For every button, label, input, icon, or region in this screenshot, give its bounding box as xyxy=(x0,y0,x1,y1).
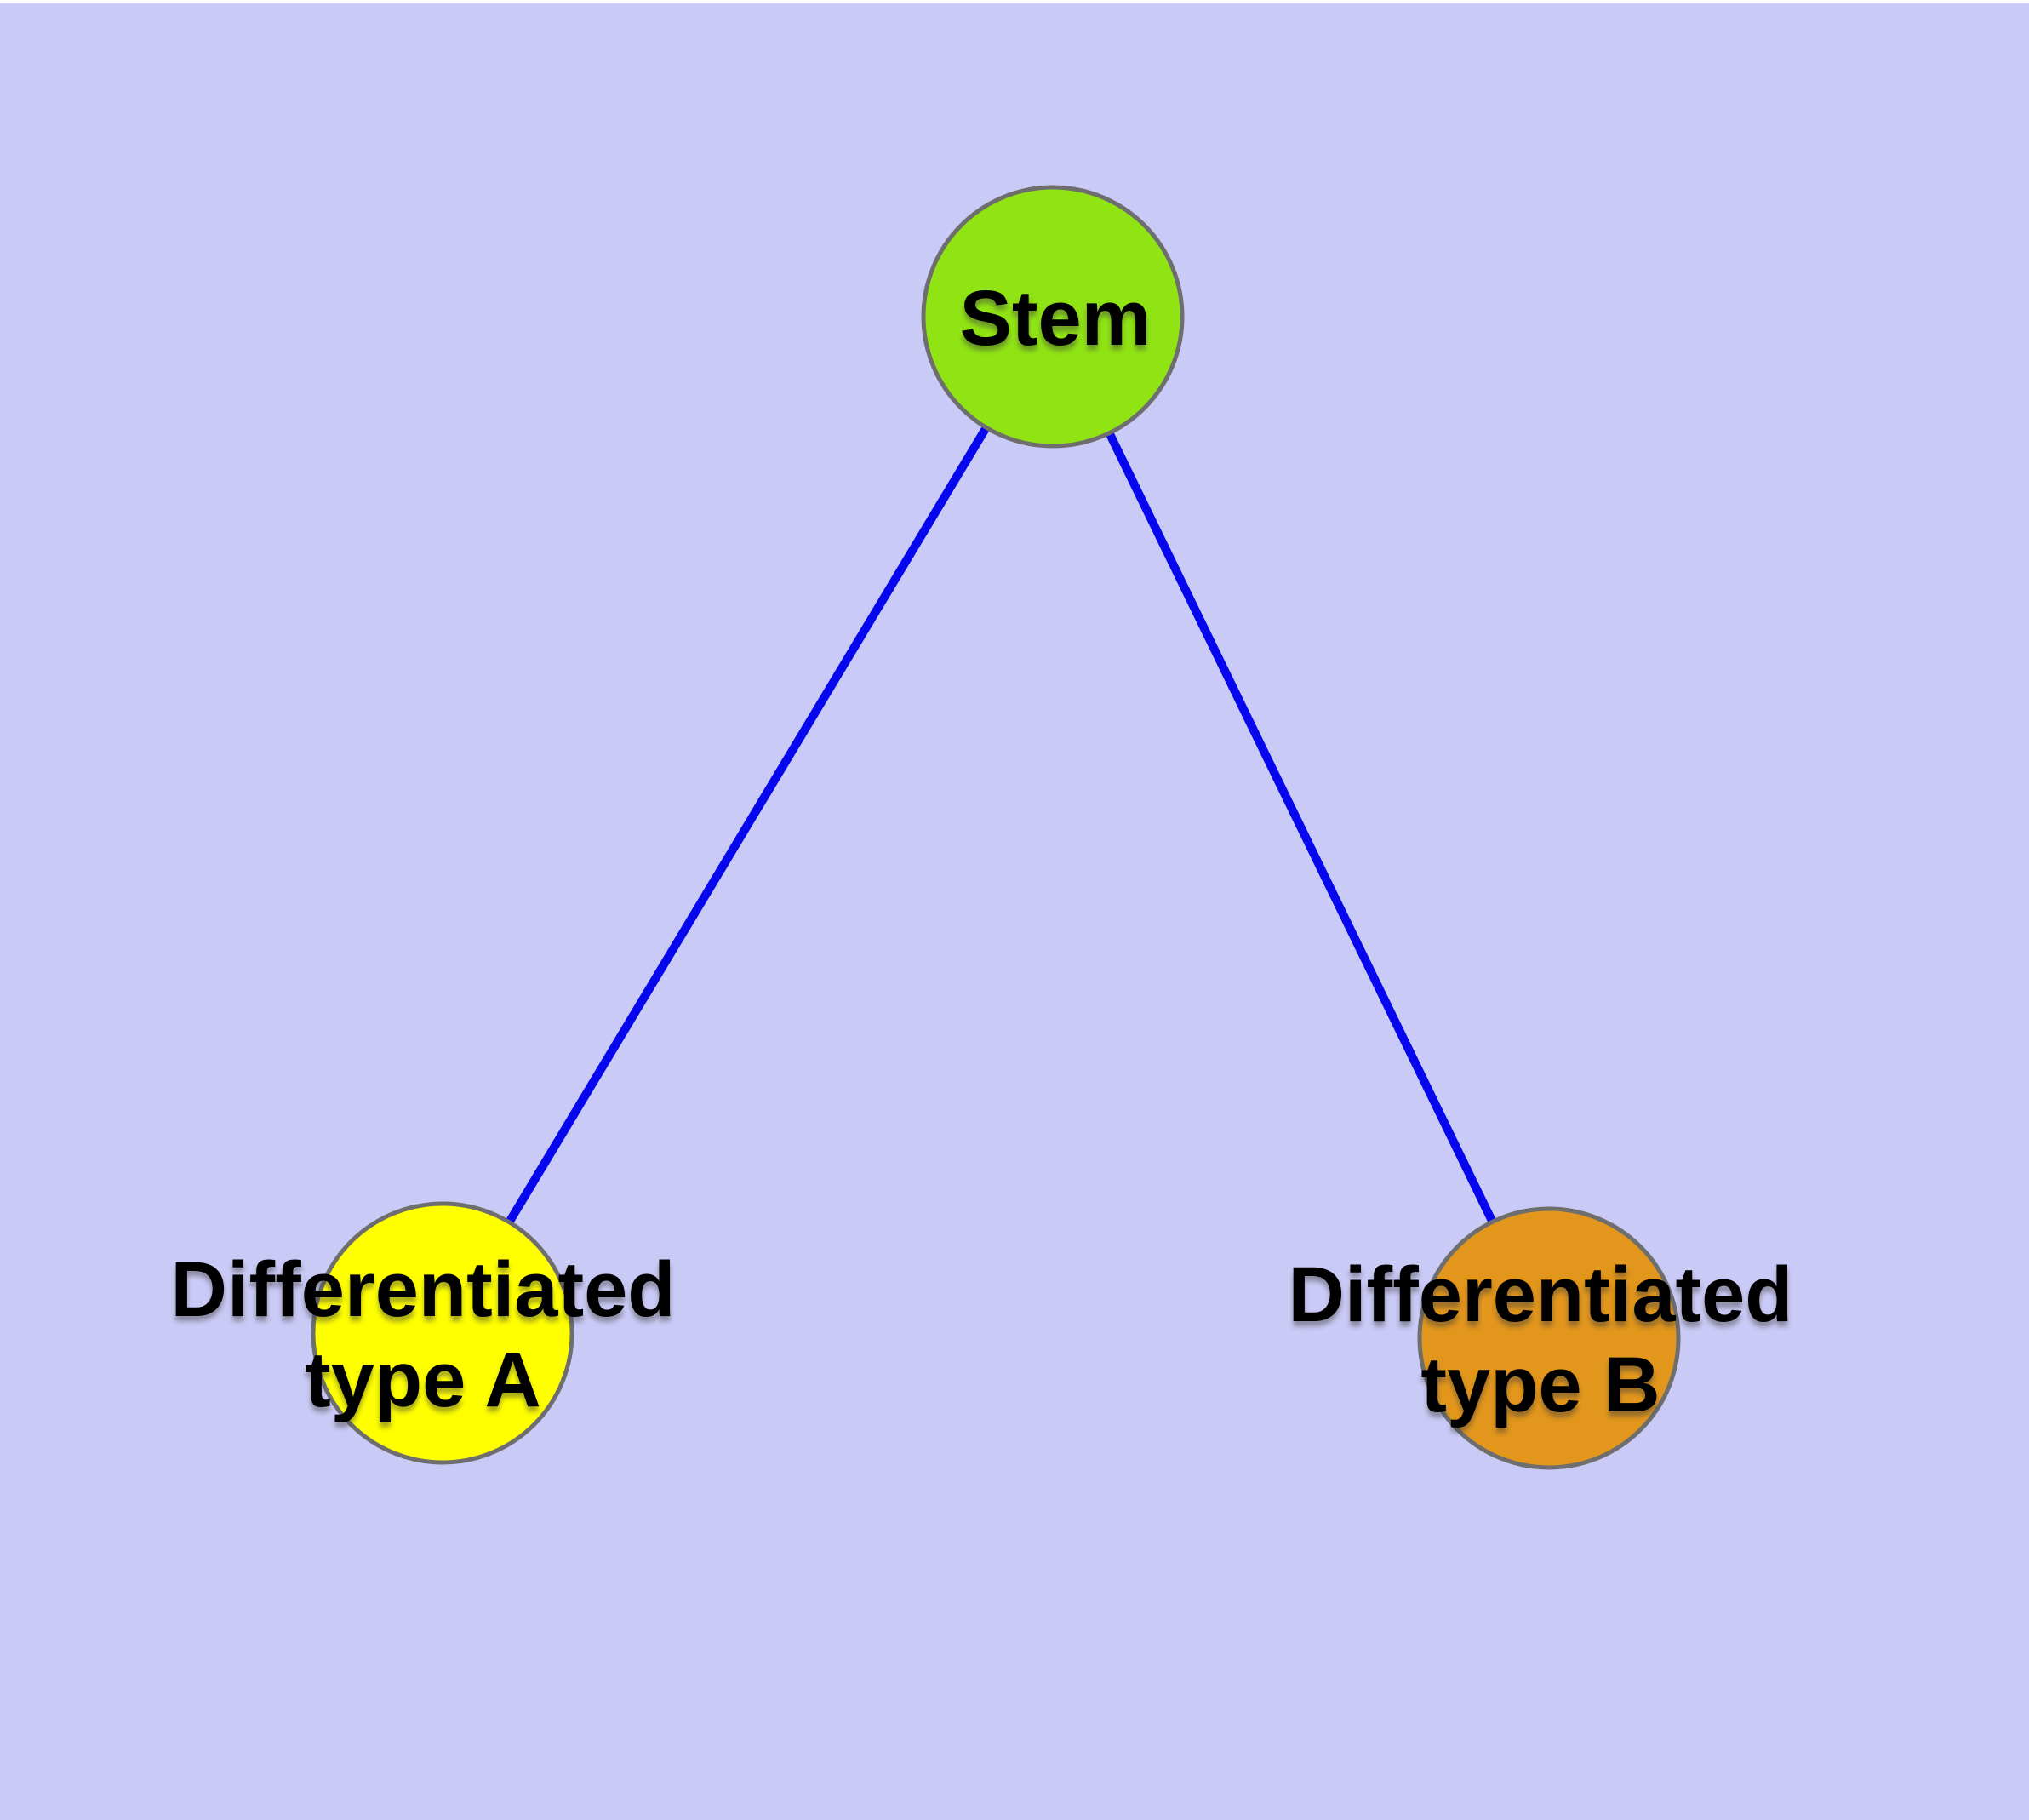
node-differentiated-type-a-circle[interactable] xyxy=(311,1201,574,1465)
node-differentiated-type-b-circle[interactable] xyxy=(1417,1206,1681,1470)
top-white-strip xyxy=(0,0,2029,3)
nodes-layer xyxy=(311,185,1681,1470)
edge-stem-to-differentiated-type-a[interactable] xyxy=(438,314,1057,1336)
edge-stem-to-differentiated-type-b[interactable] xyxy=(1049,314,1553,1341)
node-stem-circle[interactable] xyxy=(921,185,1185,449)
edges-layer xyxy=(438,314,1553,1341)
